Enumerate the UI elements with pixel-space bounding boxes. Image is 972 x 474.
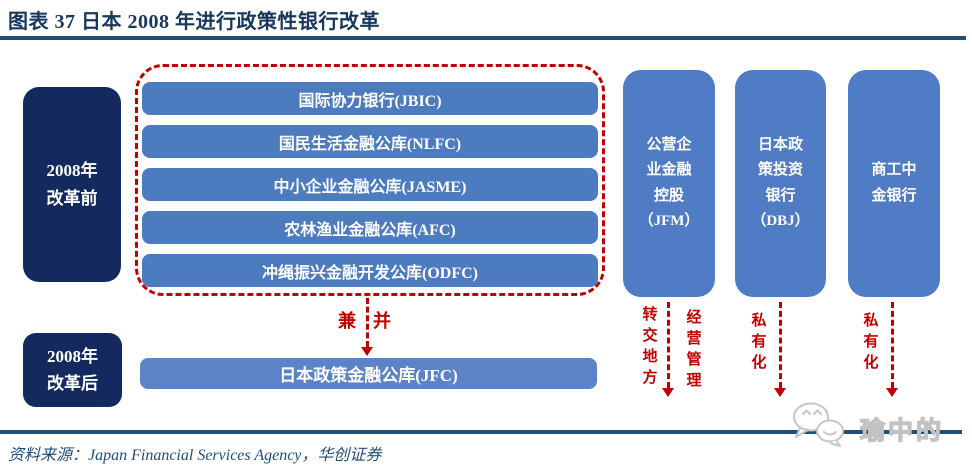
transition-arrow-dbj-line	[779, 302, 782, 388]
entity-column-dbj: 日本政 策投资 银行 （DBJ）	[735, 70, 826, 297]
before-reform-badge: 2008年 改革前	[23, 87, 121, 282]
transition-arrow-jfm-line	[667, 302, 670, 388]
entity-column-shoko: 商工中 金银行	[848, 70, 940, 297]
merge-arrow-line	[366, 298, 369, 347]
transition-label-jfm-right: 经营管理	[684, 309, 701, 393]
transition-label-jfm-left: 转交地方	[640, 306, 657, 390]
transition-arrow-shoko-head-icon	[886, 388, 898, 397]
entity-column-jfm: 公营企 业金融 控股 （JFM）	[623, 70, 715, 297]
jfc-bank-bar: 日本政策金融公库(JFC)	[140, 358, 597, 389]
bank-bar-nlfc: 国民生活金融公库(NLFC)	[142, 125, 598, 158]
watermark-text: 瑜中的	[859, 416, 945, 445]
transition-arrow-shoko-line	[891, 302, 894, 388]
merge-label-left: 兼	[338, 311, 356, 331]
transition-label-shoko: 私有化	[861, 312, 878, 375]
transition-label-dbj: 私有化	[749, 312, 766, 375]
pre-reform-group-outline	[135, 64, 605, 296]
bottom-divider	[0, 430, 962, 434]
bank-bar-jasme: 中小企业金融公库(JASME)	[142, 168, 598, 201]
merge-arrow-head-icon	[361, 347, 373, 356]
transition-arrow-dbj-head-icon	[774, 388, 786, 397]
after-reform-badge: 2008年 改革后	[23, 333, 122, 407]
transition-arrow-jfm-head-icon	[662, 388, 674, 397]
title-divider	[0, 36, 966, 40]
source-note: 资料来源：Japan Financial Services Agency，华创证…	[8, 447, 382, 464]
figure-title: 图表 37 日本 2008 年进行政策性银行改革	[8, 11, 380, 33]
bank-bar-afc: 农林渔业金融公库(AFC)	[142, 211, 598, 244]
chat-bubbles-icon	[790, 401, 848, 452]
bank-bar-odfc: 冲绳振兴金融开发公库(ODFC)	[142, 254, 598, 287]
bank-bar-jbic: 国际协力银行(JBIC)	[142, 82, 598, 115]
merge-label-right: 并	[373, 311, 391, 331]
